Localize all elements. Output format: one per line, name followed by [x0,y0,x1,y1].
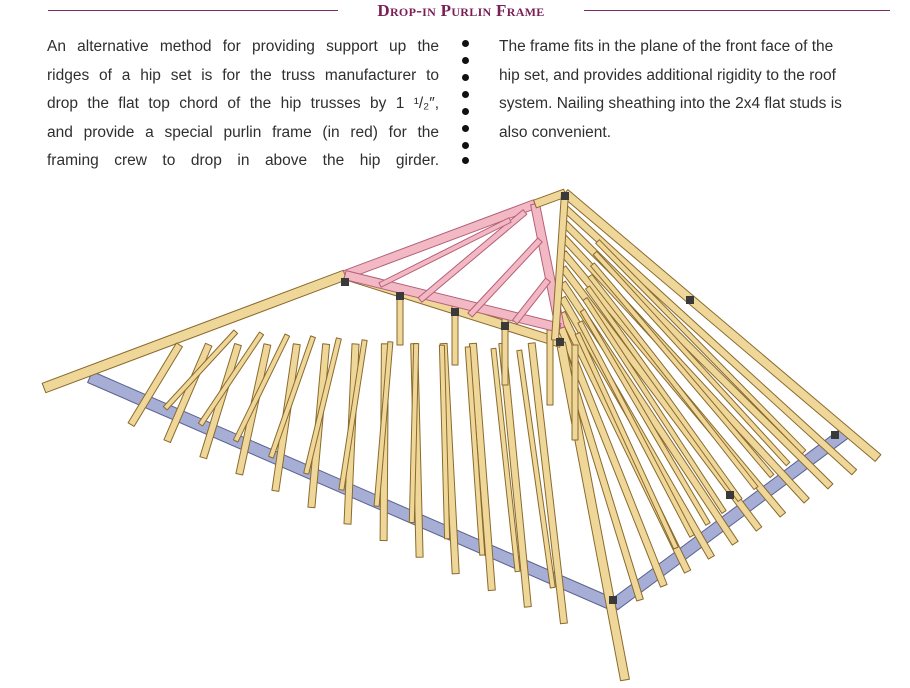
purlin-frame-member [512,277,551,325]
left-jack-rafter [527,342,568,625]
web-member [577,320,695,538]
section-header: Drop-in Purlin Frame [0,0,910,22]
purlin-frame-member [342,199,538,280]
web-member [579,308,711,526]
purlin-frame-member [417,209,528,303]
section-title: Drop-in Purlin Frame [377,1,545,20]
web-member [162,329,239,411]
web-member [232,333,291,443]
divider-dot [462,142,469,149]
header-rule-right [584,10,890,11]
hip-set-truss-illustration [0,180,910,683]
truss-plate-connector [686,296,694,304]
truss-drawing [41,188,882,682]
left-line-2: ridges of a hip set is for the truss man… [47,66,439,84]
left-jack-rafter [468,342,496,592]
purlin-frame-member [343,270,562,333]
truss-plate-connector [451,308,459,316]
web-member [582,297,727,514]
web-member [408,343,420,523]
purlin-frame-member [378,217,512,288]
truss-plate-connector [341,278,349,286]
divider-dot [462,40,469,47]
web-member [574,332,679,550]
web-member [592,250,791,467]
divider-dot [462,57,469,64]
divider-dot [462,108,469,115]
truss-plate-connector [561,192,569,200]
right-line-4: also convenient. [499,123,612,141]
web-member [197,331,265,427]
vertical-stud [571,344,579,441]
truss-plate-connector [556,338,564,346]
vertical-stud [546,329,554,406]
truss-plate-connector [831,431,839,439]
truss-plate-connector [609,596,617,604]
divider-dot [462,91,469,98]
web-member [438,344,451,540]
truss-plate-connector [396,292,404,300]
left-text-column: An alternative method for providing supp… [47,33,439,176]
hip-rafter-right [561,189,882,462]
web-member [490,347,521,573]
ridge-member [533,188,567,209]
web-member [590,262,775,479]
web-member [464,346,486,556]
truss-plate-connector [501,322,509,330]
web-member [303,337,342,475]
right-line-1: The frame fits in the plane of the front… [499,38,834,55]
left-jack-rafter [127,342,183,427]
left-jack-rafter [498,342,532,608]
purlin-frame-member [467,237,543,318]
right-line-3: system. Nailing sheathing into the 2x4 f… [499,95,842,112]
web-member [338,339,368,491]
web-member [595,239,807,455]
web-member [373,341,394,507]
web-member [585,285,743,502]
left-top-chord [41,269,348,394]
right-text-column: The frame fits in the plane of the front… [499,33,892,147]
left-line-5: framing crew to drop in above the hip gi… [47,152,439,169]
web-member [516,349,556,589]
truss-plate-connector [726,491,734,499]
right-line-2: hip set, and provides additional rigidit… [499,66,836,84]
web-member [587,274,759,490]
column-divider-dots [459,40,471,164]
divider-dot [462,157,469,164]
left-line-3: drop the flat top chord of the hip truss… [47,95,439,112]
divider-dot [462,74,469,81]
divider-dot [462,125,469,132]
left-line-1: An alternative method for providing supp… [47,38,439,55]
left-line-4: and provide a special purlin frame (in r… [47,123,439,141]
web-member [268,335,316,459]
header-rule-left [48,10,338,11]
